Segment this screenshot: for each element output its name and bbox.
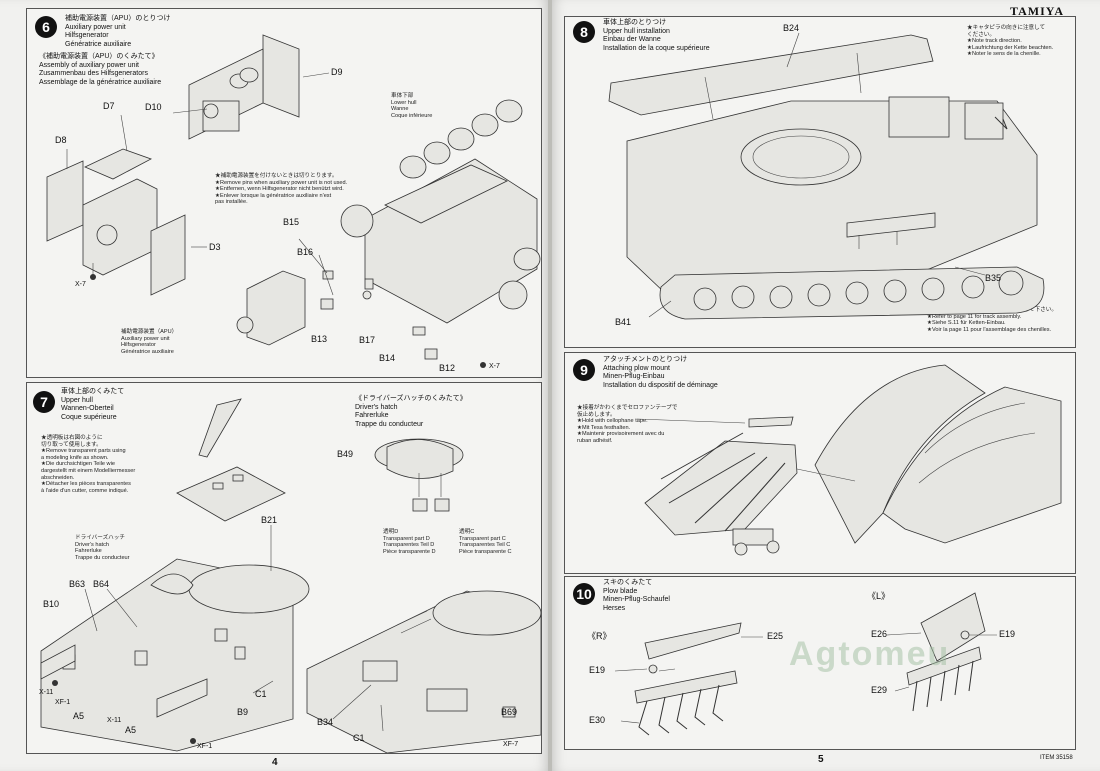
step-6-note: ★補助電源装置を付けないときは切りとります。 ★Remove pins when… bbox=[215, 173, 348, 206]
step-8-number: 8 bbox=[573, 21, 595, 43]
part-b69: B69 bbox=[501, 707, 518, 717]
part-d3: D3 bbox=[209, 242, 221, 252]
part-d10: D10 bbox=[145, 102, 162, 112]
page-number-left: 4 bbox=[272, 757, 278, 768]
part-b12: B12 bbox=[439, 363, 456, 373]
part-x7-apu: X-7 bbox=[75, 281, 86, 288]
part-b15: B15 bbox=[283, 217, 300, 227]
part-x7-hull: X-7 bbox=[489, 363, 500, 370]
right-blade-tines bbox=[638, 684, 724, 736]
step-6-number: 6 bbox=[35, 16, 57, 38]
step-8-panel: 8 車体上部のとりつけ Upper hull installation Einb… bbox=[564, 16, 1076, 348]
step-6-subtitle: 《補助電源装置（APU）のくみたて》 Assembly of auxiliary… bbox=[39, 53, 162, 86]
part-b24: B24 bbox=[783, 23, 800, 33]
step-7-note: ★透明板は右図のように 切り取って使用します。 ★Remove transpar… bbox=[41, 435, 136, 494]
part-b63: B63 bbox=[69, 579, 86, 589]
step-8-title: 車体上部のとりつけ Upper hull installation Einbau… bbox=[603, 19, 710, 52]
part-b49: B49 bbox=[337, 449, 354, 459]
part-b35: B35 bbox=[985, 273, 1002, 283]
step-7-title: 車体上部のくみたて Upper hull Wannen-Oberteil Coq… bbox=[61, 388, 125, 421]
part-d8: D8 bbox=[55, 135, 67, 145]
left-blade-tines bbox=[912, 660, 974, 712]
part-a5-left: A5 bbox=[73, 711, 85, 721]
running-gear-wheels bbox=[693, 270, 1024, 311]
track-direction-note: ★キャタピラの向きに注意して ください。 ★Note track directi… bbox=[967, 25, 1054, 58]
part-xf1-bottom: XF-1 bbox=[197, 743, 213, 750]
brand-logo: TAMIYA bbox=[1010, 4, 1065, 18]
part-b14: B14 bbox=[379, 353, 396, 363]
road-wheels bbox=[399, 99, 541, 271]
part-e26: E26 bbox=[871, 629, 888, 639]
part-e19-left: E19 bbox=[999, 629, 1016, 639]
item-number: ITEM 35158 bbox=[1040, 755, 1073, 761]
transparent-part-d: 透明D Transparent part D Transparentes Tei… bbox=[383, 529, 436, 555]
step-6-title: 補助電源装置（APU）のとりつけ Auxiliary power unit Hi… bbox=[65, 15, 171, 48]
step-9-illustration bbox=[636, 364, 1062, 556]
step-6-panel: 6 補助電源装置（APU）のとりつけ Auxiliary power unit … bbox=[26, 8, 542, 378]
part-b17: B17 bbox=[359, 335, 376, 345]
step-7-illustration bbox=[40, 398, 541, 753]
part-b10: B10 bbox=[43, 599, 60, 609]
transparent-part-c: 透明C Transparent part C Transparentes Tei… bbox=[459, 529, 512, 555]
step-7-panel: 7 車体上部のくみたて Upper hull Wannen-Oberteil C… bbox=[26, 382, 542, 754]
step-10-number: 10 bbox=[573, 583, 595, 605]
part-x11-left: X-11 bbox=[39, 689, 54, 696]
cellophane-tape-note: ★接着がかわくまでセロファンテープで 仮止めします。 ★Hold with ce… bbox=[577, 405, 678, 444]
page-gutter bbox=[548, 0, 552, 771]
part-b41: B41 bbox=[615, 317, 632, 327]
part-xf7: XF-7 bbox=[503, 741, 519, 748]
step-9-title: アタッチメントのとりつけ Attaching plow mount Minen-… bbox=[603, 356, 718, 389]
apu-label: 補助電源装置（APU） Auxiliary power unit Hilfsge… bbox=[121, 329, 178, 355]
step-10-panel: 10 スキのくみたて Plow blade Minen-Pflug-Schauf… bbox=[564, 576, 1076, 750]
step-9-panel: 9 アタッチメントのとりつけ Attaching plow mount Mine… bbox=[564, 352, 1076, 574]
part-d9: D9 bbox=[331, 67, 343, 77]
part-a5-right: A5 bbox=[125, 725, 137, 735]
drivers-hatch-title: 《ドライバーズハッチのくみたて》 Driver's hatch Fahrerlu… bbox=[355, 395, 467, 428]
left-blade-label: 《L》 bbox=[867, 591, 891, 601]
part-b64: B64 bbox=[93, 579, 110, 589]
part-e30: E30 bbox=[589, 715, 606, 725]
part-b16: B16 bbox=[297, 247, 314, 257]
page-number-right: 5 bbox=[818, 754, 824, 765]
lower-hull-label: 車体下部 Lower hull Wanne Coque inférieure bbox=[391, 93, 433, 119]
watermark: Agtomeu bbox=[789, 635, 951, 673]
part-x11-right: X-11 bbox=[107, 717, 122, 724]
part-e29: E29 bbox=[871, 685, 888, 695]
step-9-number: 9 bbox=[573, 359, 595, 381]
step-6-illustration bbox=[46, 34, 541, 368]
step-8-illustration bbox=[608, 32, 1045, 320]
part-e25: E25 bbox=[767, 631, 784, 641]
part-xf1-left: XF-1 bbox=[55, 699, 71, 706]
part-b13: B13 bbox=[311, 334, 328, 344]
part-b9: B9 bbox=[237, 707, 249, 717]
step-10-title: スキのくみたて Plow blade Minen-Pflug-Schaufel … bbox=[603, 579, 670, 612]
part-c1-left: C1 bbox=[255, 689, 267, 699]
step-10-illustration bbox=[614, 592, 997, 736]
part-b21: B21 bbox=[261, 515, 278, 525]
right-blade-label: 《R》 bbox=[587, 631, 612, 641]
step-7-number: 7 bbox=[33, 391, 55, 413]
part-c1-right: C1 bbox=[353, 733, 365, 743]
drivers-hatch-label: ドライバーズハッチ Driver's hatch Fahrerluke Trap… bbox=[75, 535, 130, 561]
part-e19-right: E19 bbox=[589, 665, 606, 675]
part-b34: B34 bbox=[317, 717, 334, 727]
part-d7: D7 bbox=[103, 101, 115, 111]
